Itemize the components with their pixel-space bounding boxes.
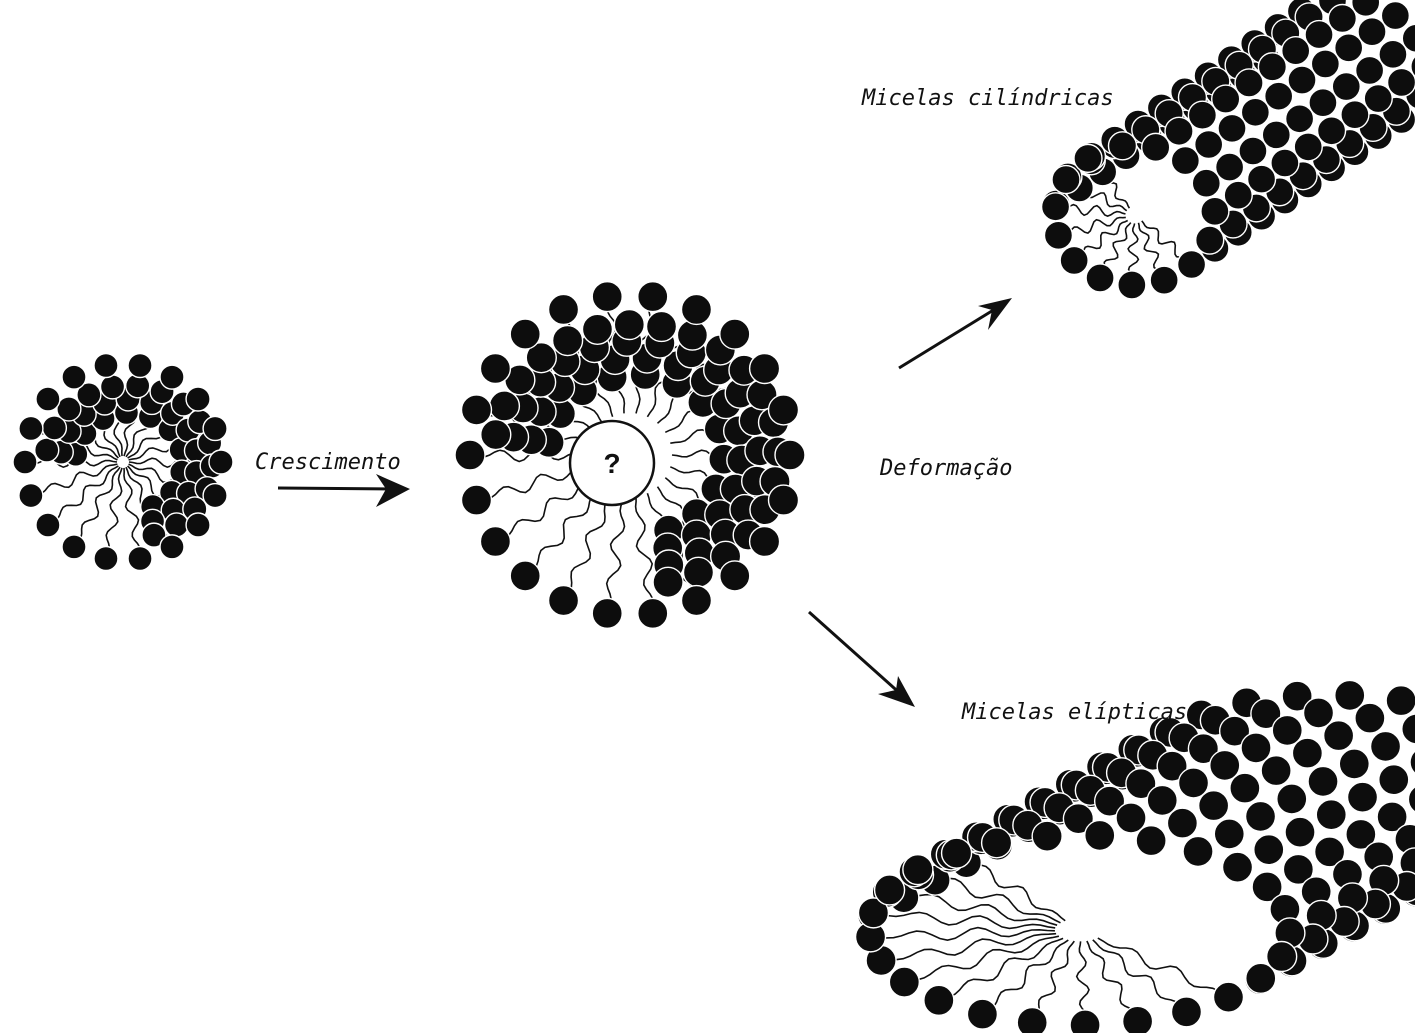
elliptical-micelle bbox=[856, 680, 1415, 1033]
deformation-arrow-up bbox=[899, 298, 1012, 368]
core-question-mark: ? bbox=[603, 448, 620, 479]
cylindrical-label: Micelas cilíndricas bbox=[862, 86, 1114, 112]
elliptical-label: Micelas elípticas bbox=[962, 700, 1187, 726]
surfactant-heads bbox=[13, 353, 233, 570]
growth-arrow bbox=[278, 474, 410, 507]
surfactant-heads bbox=[1042, 0, 1415, 299]
surfactant-heads bbox=[856, 680, 1415, 1033]
cylindrical-micelle bbox=[1042, 0, 1415, 299]
deformation-label: Deformação bbox=[880, 456, 1012, 482]
deformation-arrow-down bbox=[809, 612, 915, 707]
growth-label: Crescimento bbox=[255, 450, 401, 476]
small-spherical-micelle bbox=[13, 353, 233, 570]
